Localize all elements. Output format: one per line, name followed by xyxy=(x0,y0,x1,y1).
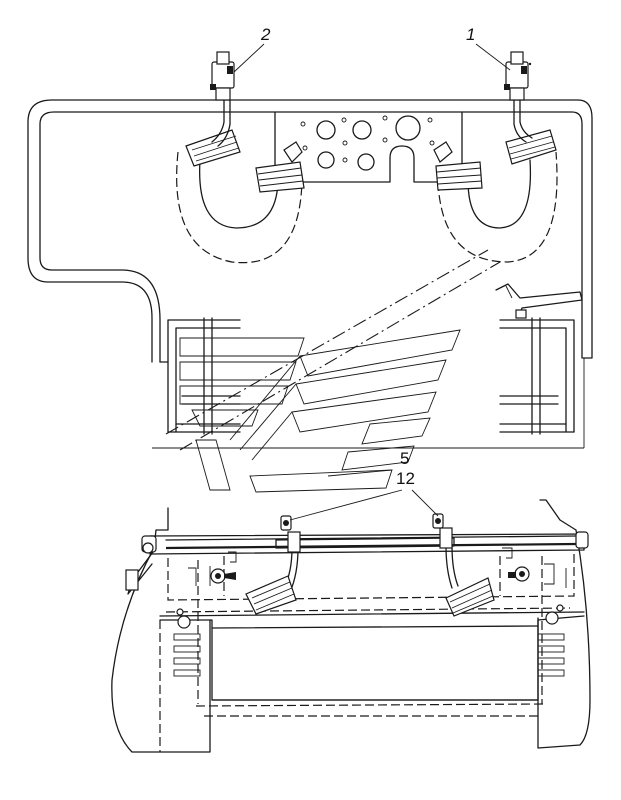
top-view-assembly xyxy=(27,51,593,493)
latch-left xyxy=(188,551,237,586)
watermark-logo xyxy=(179,329,461,493)
leader-2 xyxy=(233,43,265,73)
lower-crossmember xyxy=(159,611,585,701)
plate-holes xyxy=(300,115,435,171)
slotted-panel-left xyxy=(173,608,201,677)
fitting-right xyxy=(432,513,444,529)
frame-tube-outer xyxy=(27,99,593,363)
callout-2: 2 xyxy=(260,25,271,44)
leader-12-left xyxy=(289,489,403,521)
callout-5: 5 xyxy=(400,449,409,468)
center-lines xyxy=(152,249,585,451)
frame-tube-inner xyxy=(39,111,583,363)
mounting-plate xyxy=(274,111,463,183)
air-valve-2 xyxy=(210,51,235,147)
callouts: 2 1 5 12 xyxy=(233,25,532,521)
horn-right-mouth xyxy=(433,141,483,191)
horn-left-mouth xyxy=(255,141,305,193)
horn-front-right xyxy=(439,527,495,617)
leader-1 xyxy=(475,43,511,71)
slotted-panel-right xyxy=(537,604,565,677)
callout-1: 1 xyxy=(466,25,475,44)
horn-right xyxy=(433,129,558,263)
callout-12: 12 xyxy=(396,469,415,488)
bracket-right xyxy=(495,283,583,435)
horn-bar xyxy=(275,537,455,549)
leader-12-right xyxy=(411,489,439,517)
top-beam xyxy=(141,531,589,555)
fitting-left xyxy=(280,515,292,531)
latch-right xyxy=(502,547,567,588)
bracket-left xyxy=(159,317,241,435)
inner-frame-dashed xyxy=(159,552,575,752)
left-side-panel xyxy=(111,507,211,753)
air-valve-1 xyxy=(504,51,533,143)
horn-left-bell xyxy=(185,129,241,167)
horn-front-left xyxy=(245,531,301,615)
horn-right-bell xyxy=(505,129,557,165)
horn-left xyxy=(176,129,305,264)
bottom-view-assembly xyxy=(111,499,591,753)
